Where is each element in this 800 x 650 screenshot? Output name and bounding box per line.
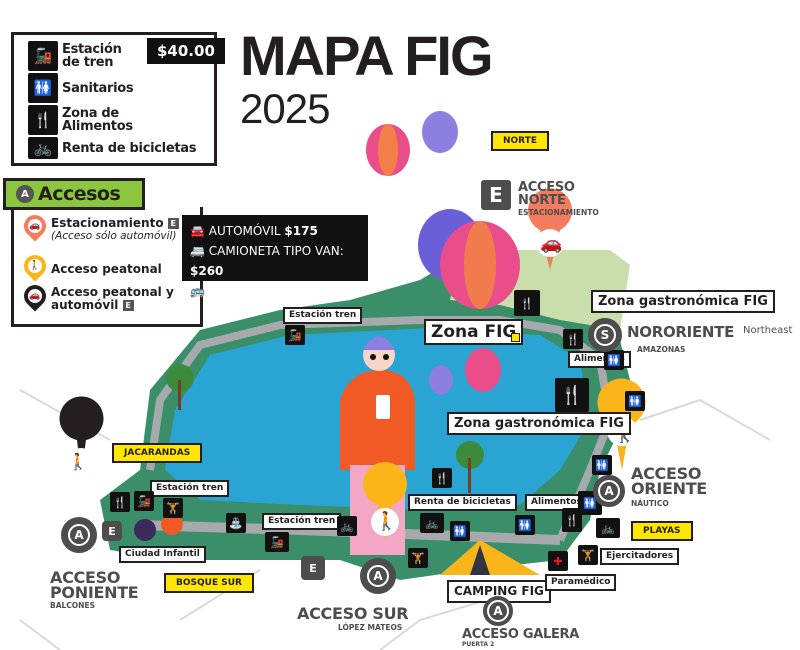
legend-item-train: 🚂 Estación de tren	[28, 41, 132, 71]
parking-fees-box: 🚘 AUTOMÓVIL $175 🚐 CAMIONETA TIPO VAN: $…	[182, 215, 368, 298]
access-icon: A	[16, 185, 34, 203]
restroom-icon: 🚻	[28, 73, 58, 103]
zona-fig-marker	[511, 333, 520, 342]
exercise-icon: 🏋	[578, 545, 598, 565]
bicycle-icon: 🚲	[596, 518, 620, 538]
label-gastro-1: Zona gastronómica FIG	[591, 290, 775, 313]
restroom-icon: 🚻	[592, 455, 612, 475]
food-icon: 🍴	[28, 105, 58, 135]
acceso-poniente-icon[interactable]: A	[61, 517, 97, 553]
page-title: MAPA FIG	[240, 24, 494, 87]
acceso-oriente-icon[interactable]: A	[593, 475, 625, 507]
nororiente-note: Northeast	[743, 325, 793, 336]
zone-playas: PLAYAS	[631, 521, 693, 541]
acceso-galera-icon[interactable]: A	[483, 596, 513, 626]
acceso-peatonal-automovil: 🚗 Acceso peatonal y automóvil E	[19, 280, 181, 313]
exercise-icon: 🏋	[163, 498, 183, 518]
parking-e-icon: E	[102, 521, 122, 541]
monument-icon: ⛲	[226, 513, 246, 533]
pedestrian-car-pin-icon: 🚗	[19, 280, 51, 313]
acceso-peatonal: 🚶 Acceso peatonal	[19, 250, 162, 283]
train-icon: 🚂	[28, 41, 58, 71]
label-ciudad-infantil: Ciudad Infantil	[119, 546, 206, 563]
nororiente-service-icon[interactable]: S	[588, 318, 622, 352]
label-alimentos-2: Alimentos	[525, 494, 588, 511]
page-year: 2025	[240, 85, 330, 132]
legend-item-food: 🍴 Zona de Alimentos	[28, 105, 142, 135]
zone-bosque-sur: BOSQUE SUR	[164, 573, 254, 593]
fee-bus: 🚌 AUTOBÚS $350	[190, 284, 305, 298]
food-icon: 🍴	[110, 492, 130, 512]
restroom-icon: 🚻	[604, 350, 624, 370]
e-badge-icon: E	[167, 217, 179, 229]
medical-cross-icon: ✚	[548, 551, 568, 571]
legend-item-bicycle: 🚲 Renta de bicicletas	[28, 137, 196, 159]
acceso-sur-name[interactable]: ACCESO SUR	[297, 604, 409, 623]
entry-price: $40.00	[147, 38, 225, 64]
acceso-sur-icon[interactable]: A	[360, 558, 396, 594]
fee-car: 🚘 AUTOMÓVIL $175	[190, 224, 318, 238]
pedestrian-pin-icon: 🚶	[19, 250, 51, 283]
zone-jacarandas: JACARANDAS	[112, 443, 203, 463]
parking-e-icon: E	[301, 556, 325, 580]
label-zona-fig: Zona FIG	[424, 319, 524, 345]
food-icon: 🍴	[562, 508, 582, 532]
e-badge-icon: E	[122, 300, 134, 311]
restroom-icon: 🚻	[450, 521, 470, 541]
parking-pin-icon: 🚗	[19, 210, 51, 243]
exercise-icon: 🏋	[408, 548, 428, 568]
label-paramedico: Paramédico	[545, 574, 617, 591]
label-renta-bicicletas: Renta de bicicletas	[408, 494, 517, 511]
pedestrian-car-icon: 🚶	[68, 452, 88, 471]
bicycle-icon: 🚲	[28, 137, 58, 159]
food-icon: 🍴	[514, 290, 540, 316]
accesos-header: A Accesos	[3, 178, 145, 210]
bicycle-icon: 🚲	[420, 513, 444, 533]
restroom-icon: 🚻	[625, 391, 645, 411]
accesos-box: 🚗 Estacionamiento E (Acceso sólo automóv…	[11, 207, 203, 327]
food-icon: 🍴	[432, 468, 452, 488]
bicycle-icon: 🚲	[337, 516, 357, 536]
train-icon: 🚂	[134, 491, 154, 511]
label-gastro-2: Zona gastronómica FIG	[447, 412, 631, 435]
label-ejercitadores: Ejercitadores	[600, 548, 680, 565]
fee-van: 🚐 CAMIONETA TIPO VAN: $260	[190, 244, 344, 278]
train-icon: 🚂	[265, 532, 289, 552]
acceso-estacionamiento: 🚗 Estacionamiento E (Acceso sólo automóv…	[19, 210, 179, 243]
label-estacion-2: Estación tren	[150, 480, 230, 497]
nororiente-name[interactable]: NORORIENTE	[627, 323, 735, 341]
acceso-galera-name[interactable]: ACCESO GALERA	[462, 627, 580, 642]
train-icon: 🚂	[285, 325, 305, 345]
label-estacion-3: Estación tren	[262, 513, 342, 530]
food-icon: 🍴	[555, 378, 589, 412]
label-estacion-1: Estación tren	[283, 307, 363, 324]
car-icon: 🚗	[540, 233, 563, 254]
legend-item-restroom: 🚻 Sanitarios	[28, 73, 134, 103]
pedestrian-icon: 🚶	[375, 511, 398, 532]
parking-e-icon: E	[481, 180, 511, 210]
food-icon: 🍴	[563, 329, 583, 349]
zone-norte: NORTE	[491, 131, 549, 151]
restroom-icon: 🚻	[515, 515, 535, 535]
